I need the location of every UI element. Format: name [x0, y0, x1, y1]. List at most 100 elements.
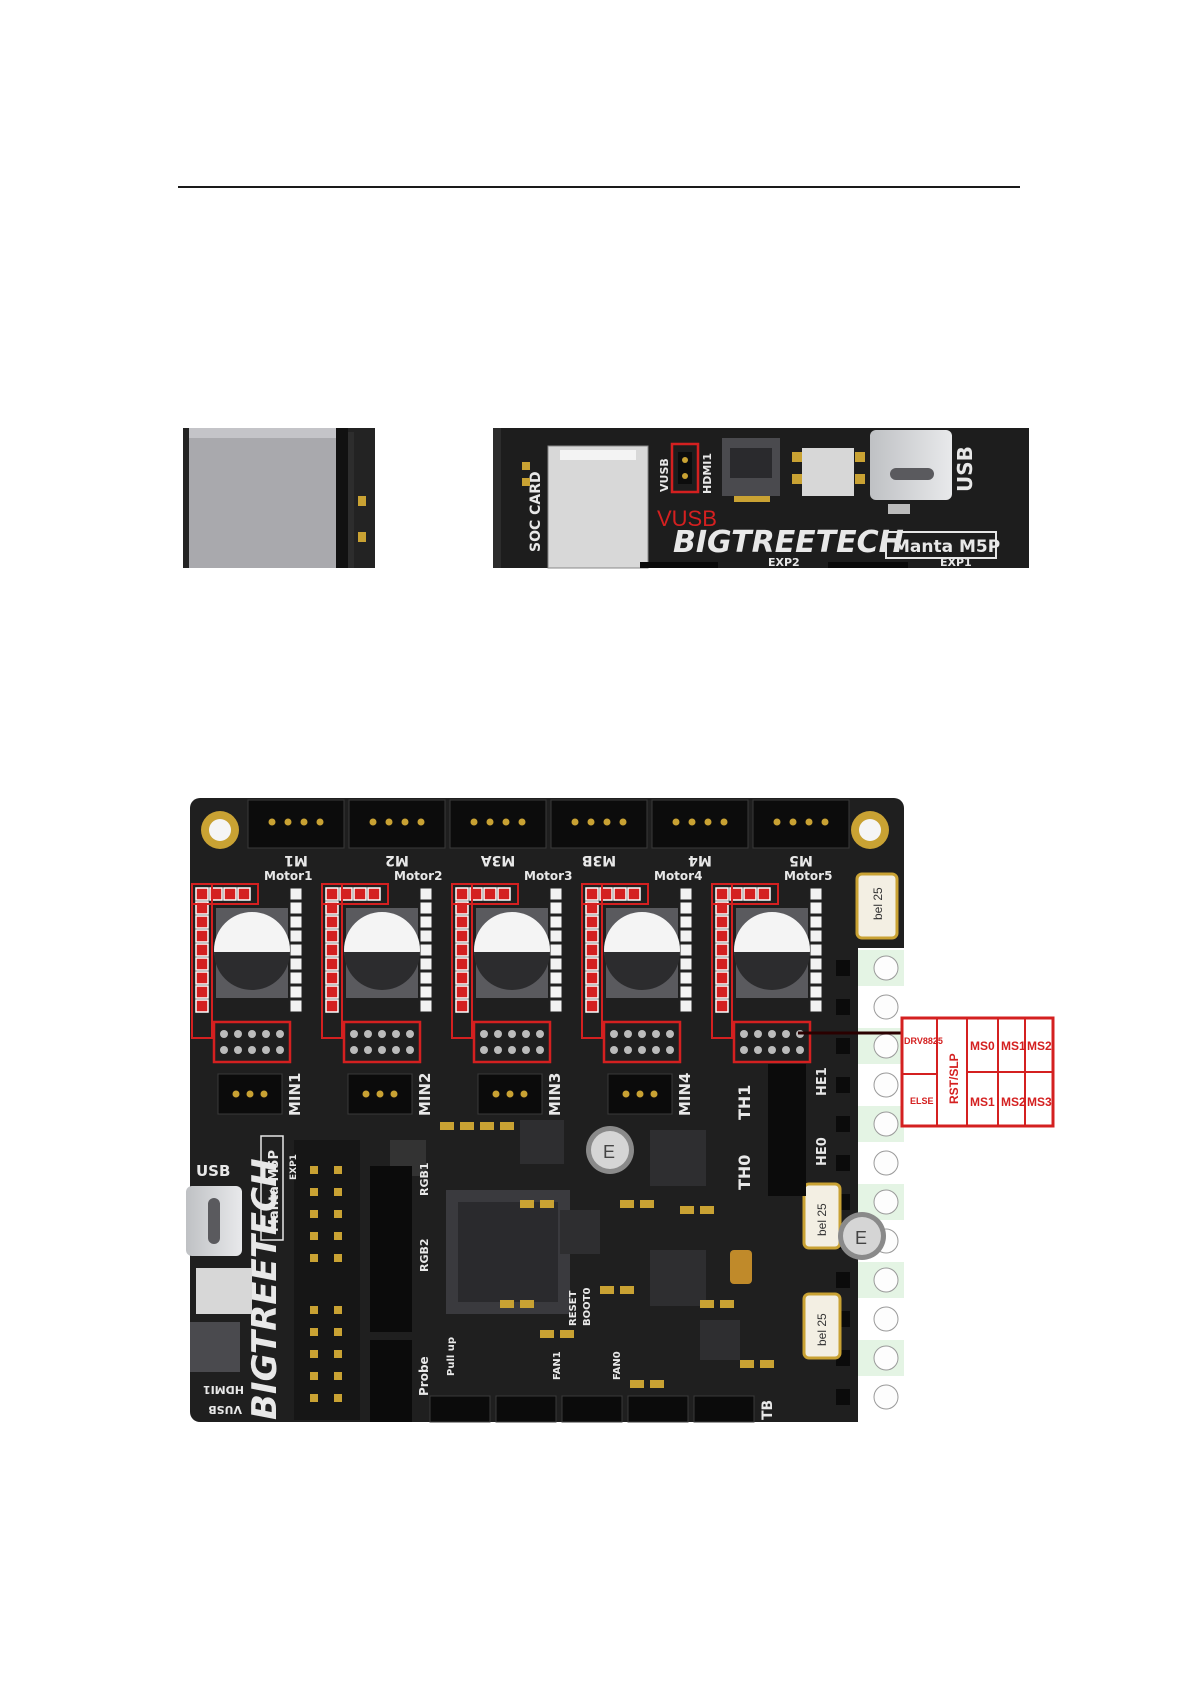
usb-c-port	[870, 430, 952, 500]
motor-connector	[247, 799, 345, 849]
driver-pin-white	[809, 999, 823, 1013]
connector-pin	[246, 1090, 254, 1098]
table-drv8825: DRV8825	[904, 1036, 943, 1046]
endstop-label: MIN2	[416, 1073, 434, 1117]
motor-connector	[651, 799, 749, 849]
driver-pin-white	[549, 943, 563, 957]
usb-label-top: USB	[953, 446, 977, 492]
driver-pin-white	[809, 901, 823, 915]
driver-pin-white	[679, 929, 693, 943]
endstop-label: MIN3	[546, 1073, 564, 1117]
driver-pin-red	[325, 971, 339, 985]
driver-pin-red	[223, 887, 237, 901]
smd-pad	[540, 1330, 554, 1338]
board-exp1: EXP1	[289, 1154, 299, 1180]
motor-connector-label: M4	[688, 852, 712, 868]
driver-pin-white	[419, 887, 433, 901]
inductor-shadow	[344, 952, 420, 990]
driver-pin-white	[419, 929, 433, 943]
smd-pad	[500, 1300, 514, 1308]
smd-pad	[480, 1122, 494, 1130]
jumper-pin	[768, 1030, 776, 1038]
exp-pin	[310, 1188, 318, 1196]
vusb-jumper-label: VUSB	[658, 458, 671, 492]
connector-pin	[362, 1090, 370, 1098]
hdmi1-label-board: HDMI1	[203, 1383, 244, 1396]
jumper-pin	[610, 1030, 618, 1038]
jumper-pin	[666, 1046, 674, 1054]
jumper-pin	[350, 1046, 358, 1054]
connector-pin	[284, 818, 292, 826]
driver-pin-red	[195, 957, 209, 971]
sd-card-slot	[547, 445, 649, 569]
smd-pad	[540, 1200, 554, 1208]
connector-pin	[789, 818, 797, 826]
connector-pin	[470, 818, 478, 826]
jumper-table: DRV8825 ELSE RST/SLP MS0 MS1 MS2 MS1 MS2…	[900, 1016, 1055, 1128]
terminal-screw	[873, 955, 899, 981]
jumper-pin	[262, 1030, 270, 1038]
smd-pad	[700, 1206, 714, 1214]
endstop-label: MIN1	[286, 1073, 304, 1117]
jumper-pin	[364, 1030, 372, 1038]
jumper-pin	[248, 1046, 256, 1054]
driver-pin-red	[195, 985, 209, 999]
inductor-shadow	[474, 952, 550, 990]
table-ms1-a: MS1	[1001, 1039, 1026, 1053]
terminal-screw	[873, 1189, 899, 1215]
driver-pin-red	[195, 887, 209, 901]
he0-label: HE0	[815, 1137, 830, 1166]
driver-pin-white	[289, 971, 303, 985]
smd-pad	[460, 1122, 474, 1130]
driver-pin-white	[289, 887, 303, 901]
driver-pin-white	[809, 915, 823, 929]
driver-pin-red	[585, 929, 599, 943]
driver-pin-white	[549, 929, 563, 943]
jumper-pin	[638, 1046, 646, 1054]
exp-pin	[310, 1232, 318, 1240]
board-model: Manta M5P	[267, 1150, 282, 1232]
jumper-pin	[234, 1046, 242, 1054]
driver-highlight	[711, 883, 733, 1039]
inductor-shadow	[604, 952, 680, 990]
smd-pad	[620, 1286, 634, 1294]
vusb-callout: VUSB	[657, 506, 717, 531]
motor-connector	[348, 799, 446, 849]
terminal-screw	[873, 1150, 899, 1176]
smd-pad	[700, 1300, 714, 1308]
smd-pad	[760, 1360, 774, 1368]
driver-pin-red	[195, 943, 209, 957]
sd-card-label: SOC CARD	[528, 471, 544, 552]
jumper-pin	[350, 1030, 358, 1038]
reset-label: RESET	[568, 1290, 579, 1326]
usb-label-board: USB	[196, 1162, 230, 1180]
driver-pin-red	[455, 985, 469, 999]
smd-pad	[740, 1360, 754, 1368]
jumper-pin	[536, 1046, 544, 1054]
connector-pin	[417, 818, 425, 826]
motor-connector-label: M1	[284, 852, 308, 868]
pullup-label: Pull up	[446, 1337, 457, 1376]
jumper-block-highlight	[472, 1020, 552, 1064]
table-else: ELSE	[910, 1096, 934, 1106]
endstop-label: MIN4	[676, 1073, 694, 1117]
exp-pin	[310, 1394, 318, 1402]
driver-pin-white	[679, 971, 693, 985]
terminal-post	[836, 1116, 850, 1132]
jumper-pin	[508, 1046, 516, 1054]
exp-pin	[310, 1166, 318, 1174]
table-rstslp: RST/SLP	[947, 1053, 961, 1104]
terminal-post	[836, 1272, 850, 1288]
motor-connector-label: M3B	[582, 852, 616, 868]
driver-highlight	[581, 883, 603, 1039]
driver-pin-red	[195, 971, 209, 985]
th1-label: TH1	[735, 1085, 754, 1120]
driver-label: Motor3	[524, 869, 572, 883]
driver-pin-red	[325, 985, 339, 999]
connector-pin	[506, 1090, 514, 1098]
terminal-screw	[873, 1111, 899, 1137]
driver-pin-white	[679, 887, 693, 901]
driver-pin-red	[585, 887, 599, 901]
jumper-pin	[624, 1030, 632, 1038]
